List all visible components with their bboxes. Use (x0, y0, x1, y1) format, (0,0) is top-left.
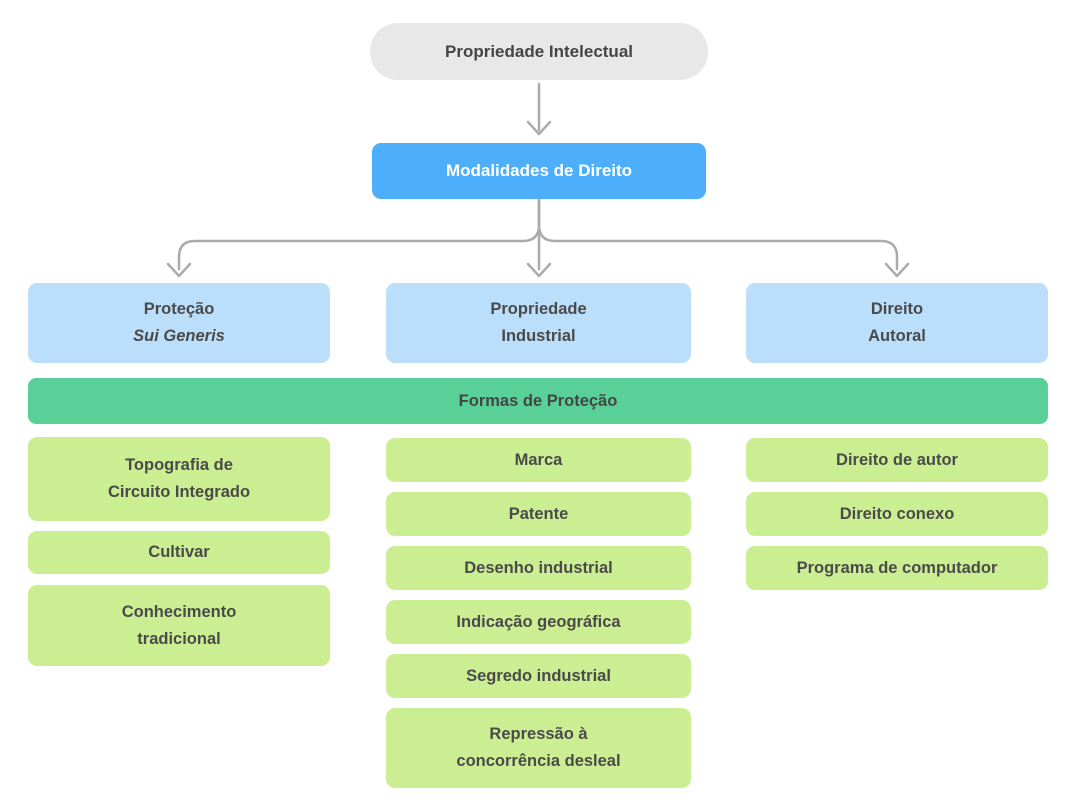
connector-line-left (177, 198, 541, 271)
node-label-line2: Industrial (501, 327, 576, 345)
node-desenho-industrial: Desenho industrial (386, 546, 691, 590)
node-label-line2: Autoral (868, 327, 926, 345)
node-direito-de-autor: Direito de autor (746, 438, 1048, 482)
node-segredo-industrial: Segredo industrial (386, 654, 691, 698)
node-label-line2: Sui Generis (133, 327, 225, 345)
banner-label: Formas de Proteção (458, 391, 618, 410)
arrow-root-to-modalidades (526, 82, 552, 136)
node-propriedade-industrial: Propriedade Industrial (386, 283, 691, 363)
branch-connector (166, 198, 910, 278)
node-conhecimento-tradicional: Conhecimento tradicional (28, 585, 330, 666)
node-label: Propriedade Intelectual (445, 41, 633, 61)
node-programa-de-computador: Programa de computador (746, 546, 1048, 590)
banner-formas-de-protecao: Formas de Proteção (28, 378, 1048, 424)
node-topografia-circuito-integrado: Topografia de Circuito Integrado (28, 437, 330, 521)
arrow-down-icon (526, 120, 552, 136)
arrow-down-icon (166, 262, 192, 278)
node-patente: Patente (386, 492, 691, 536)
node-label: Modalidades de Direito (445, 161, 633, 180)
arrow-down-icon (526, 262, 552, 278)
node-protecao-sui-generis: Proteção Sui Generis (28, 283, 330, 363)
node-modalidades-de-direito: Modalidades de Direito (372, 143, 706, 199)
node-indicacao-geografica: Indicação geográfica (386, 600, 691, 644)
node-label-line1: Proteção (143, 300, 215, 318)
node-cultivar: Cultivar (28, 531, 330, 574)
node-label-line1: Propriedade (490, 300, 587, 318)
node-direito-conexo: Direito conexo (746, 492, 1048, 536)
connector-line-right (537, 198, 899, 271)
arrow-down-icon (884, 262, 910, 278)
node-label-line1: Direito (870, 300, 924, 318)
node-direito-autoral: Direito Autoral (746, 283, 1048, 363)
node-repressao-concorrencia-desleal: Repressão à concorrência desleal (386, 708, 691, 788)
node-marca: Marca (386, 438, 691, 482)
node-propriedade-intelectual: Propriedade Intelectual (370, 23, 708, 80)
